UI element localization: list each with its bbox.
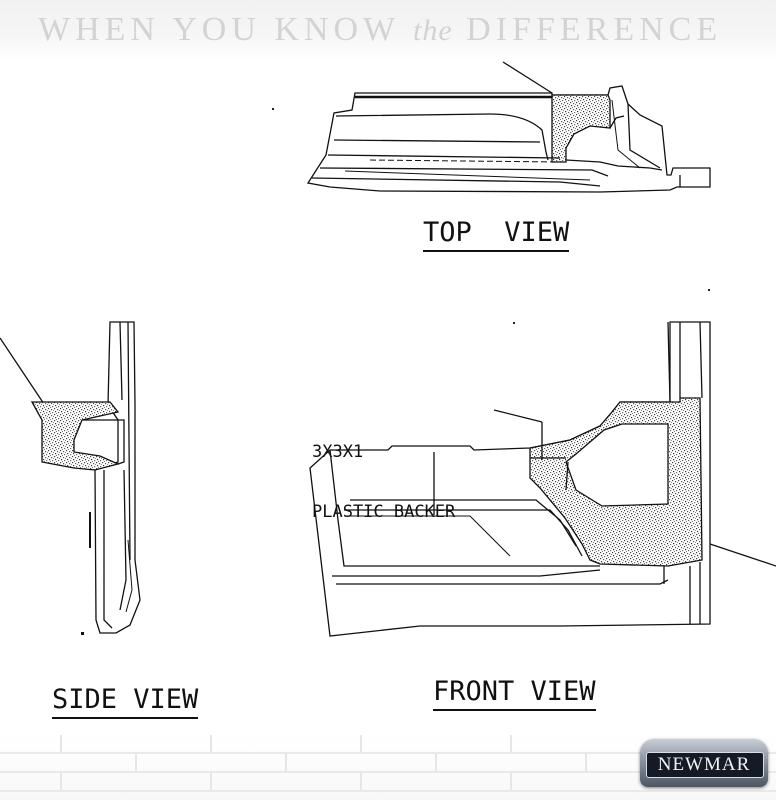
slogan-part-3: DIFFERENCE bbox=[452, 11, 723, 48]
logo-text: NEWMAR bbox=[657, 754, 751, 775]
slogan-part-2: the bbox=[413, 14, 453, 47]
side-view-foam bbox=[30, 401, 120, 471]
front-view-line-12 bbox=[699, 321, 703, 399]
brick-joint bbox=[60, 773, 62, 790]
front-view-line-4 bbox=[350, 499, 577, 547]
top-view-line-2 bbox=[327, 154, 561, 159]
stray-dot-2 bbox=[513, 322, 515, 324]
top-view-line-3 bbox=[319, 167, 609, 177]
top-view-line-1 bbox=[333, 139, 541, 143]
top-view-line-5 bbox=[344, 170, 591, 181]
brick-joint bbox=[510, 773, 512, 790]
side-view-outline bbox=[94, 321, 141, 634]
front-view-line-7 bbox=[336, 579, 669, 585]
slogan-part-1: WHEN YOU KNOW bbox=[38, 11, 414, 48]
side-view-line-3 bbox=[127, 321, 131, 561]
side-view-line-5 bbox=[119, 469, 127, 611]
side-view-leader-line bbox=[0, 337, 45, 405]
front-view-cutout bbox=[565, 423, 669, 507]
front-view-line-6 bbox=[332, 569, 601, 577]
front-view-right-leader bbox=[709, 543, 776, 567]
front-view-label: FRONT VIEW bbox=[433, 678, 596, 711]
side-view-line-1 bbox=[82, 419, 125, 465]
top-view-line-9 bbox=[611, 99, 641, 169]
side-view-dot bbox=[81, 632, 84, 635]
logo-band bbox=[646, 752, 764, 778]
front-view-leader-line bbox=[493, 409, 543, 423]
brick-joint bbox=[135, 754, 137, 771]
top-view-leader-line bbox=[502, 61, 553, 94]
stray-dot-3 bbox=[708, 289, 710, 291]
top-view-label: TOP VIEW bbox=[423, 219, 570, 252]
top-view-line-8 bbox=[627, 103, 661, 169]
plastic-backer-note: 3X3X1 PLASTIC BACKER bbox=[312, 402, 455, 562]
front-view-line-10 bbox=[667, 321, 671, 403]
front-view-line-2 bbox=[329, 449, 600, 567]
top-view-hidden-line bbox=[369, 159, 561, 163]
side-view-line-7 bbox=[125, 539, 133, 613]
slogan-banner: WHEN YOU KNOW the DIFFERENCE bbox=[0, 0, 776, 60]
brick-joint bbox=[510, 735, 512, 752]
front-view-line-5 bbox=[346, 515, 511, 557]
side-view-label: SIDE VIEW bbox=[52, 686, 199, 719]
brick-joint bbox=[210, 773, 212, 790]
side-view-line-2 bbox=[119, 321, 123, 401]
top-view-line-6 bbox=[565, 159, 663, 171]
side-view-drawing bbox=[0, 321, 141, 635]
brick-joint bbox=[360, 735, 362, 752]
front-view-drawing bbox=[309, 321, 776, 637]
side-view-line-4 bbox=[103, 470, 113, 629]
top-view-line-4 bbox=[311, 177, 601, 187]
note-line-1: 3X3X1 bbox=[312, 442, 364, 462]
top-view-drawing bbox=[306, 61, 711, 193]
top-view-line-7 bbox=[609, 115, 625, 129]
newmar-logo: NEWMAR bbox=[640, 739, 768, 787]
brick-joint bbox=[285, 754, 287, 771]
brick-joint bbox=[585, 754, 587, 771]
brick-joint bbox=[360, 773, 362, 790]
brick-joint bbox=[435, 754, 437, 771]
top-view-outline bbox=[306, 85, 711, 193]
top-view-inner-contour bbox=[335, 113, 549, 161]
stray-dot-1 bbox=[272, 108, 274, 110]
brick-joint bbox=[60, 735, 62, 752]
slogan-text: WHEN YOU KNOW the DIFFERENCE bbox=[38, 11, 738, 49]
note-line-2: PLASTIC BACKER bbox=[312, 502, 456, 522]
front-view-line-1 bbox=[565, 461, 569, 491]
brick-joint bbox=[210, 735, 212, 752]
